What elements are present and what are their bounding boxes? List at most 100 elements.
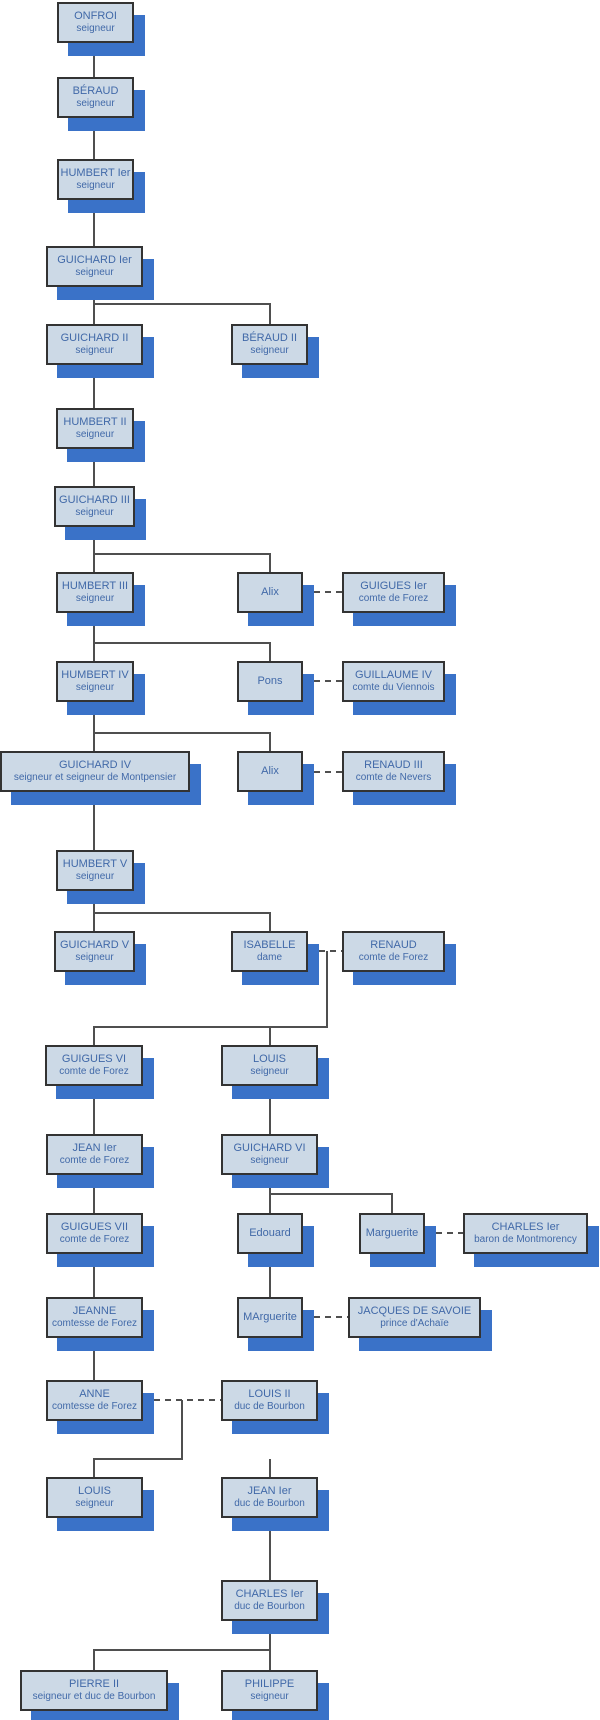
node-guichard-6[interactable]: GUICHARD VI seigneur	[221, 1134, 318, 1175]
person-name: JACQUES DE SAVOIE	[357, 1305, 472, 1317]
person-name: ANNE	[79, 1388, 110, 1400]
node-pons[interactable]: Pons	[237, 661, 303, 702]
node-humbert-1[interactable]: HUMBERT Ier seigneur	[57, 159, 134, 200]
node-louis-seigneur[interactable]: LOUIS seigneur	[46, 1477, 143, 1518]
node-alix-2[interactable]: Alix	[237, 751, 303, 792]
person-title: comtesse de Forez	[51, 1401, 138, 1412]
node-isabelle[interactable]: ISABELLE dame	[231, 931, 308, 972]
node-guigues-6[interactable]: GUIGUES VI comte de Forez	[45, 1045, 143, 1086]
node-humbert-4[interactable]: HUMBERT IV seigneur	[56, 661, 134, 702]
person-name: GUIGUES VI	[61, 1053, 127, 1065]
node-guichard-5[interactable]: GUICHARD V seigneur	[54, 931, 135, 972]
person-name: CHARLES Ier	[235, 1588, 304, 1600]
person-title: seigneur	[250, 1155, 289, 1166]
node-onfroi[interactable]: ONFROI seigneur	[57, 2, 134, 43]
node-louis-2-bourbon[interactable]: LOUIS II duc de Bourbon	[221, 1380, 318, 1421]
marriage-lines	[143, 591, 463, 1401]
person-name: ONFROI	[74, 10, 117, 22]
person-name: HUMBERT IV	[61, 669, 129, 681]
person-title: seigneur	[75, 267, 114, 278]
node-pierre-2[interactable]: PIERRE II seigneur et duc de Bourbon	[20, 1670, 168, 1711]
person-name: ISABELLE	[243, 939, 296, 951]
person-name: BÉRAUD II	[241, 332, 297, 344]
person-title: comte de Nevers	[355, 772, 432, 783]
person-title: seigneur et seigneur de Montpensier	[13, 772, 177, 783]
node-marguerite-1[interactable]: Marguerite	[359, 1213, 425, 1254]
person-title: seigneur	[75, 507, 114, 518]
person-name: HUMBERT III	[61, 580, 129, 592]
node-jacques-savoie[interactable]: JACQUES DE SAVOIE prince d'Achaïe	[348, 1297, 481, 1338]
person-title: seigneur	[75, 345, 114, 356]
person-title: seigneur	[250, 1691, 289, 1702]
person-name: GUILLAUME IV	[354, 669, 433, 681]
person-title: seigneur	[75, 682, 115, 693]
person-name: GUICHARD VI	[233, 1142, 306, 1154]
person-name: HUMBERT II	[63, 416, 127, 428]
person-title: comte du Viennois	[352, 682, 435, 693]
node-humbert-2[interactable]: HUMBERT II seigneur	[56, 408, 134, 449]
node-jean-1-forez[interactable]: JEAN Ier comte de Forez	[46, 1134, 143, 1175]
node-charles-1-bourbon[interactable]: CHARLES Ier duc de Bourbon	[221, 1580, 318, 1621]
node-renaud-3[interactable]: RENAUD III comte de Nevers	[342, 751, 445, 792]
node-humbert-3[interactable]: HUMBERT III seigneur	[56, 572, 134, 613]
person-name: GUIGUES VII	[60, 1221, 129, 1233]
node-marguerite-2[interactable]: MArguerite	[237, 1297, 303, 1338]
person-title: comte de Forez	[59, 1155, 130, 1166]
node-philippe[interactable]: PHILIPPE seigneur	[221, 1670, 318, 1711]
person-title: comte de Forez	[59, 1234, 130, 1245]
person-name: LOUIS	[77, 1485, 111, 1497]
person-name: GUICHARD III	[59, 494, 130, 506]
person-name: BÉRAUD	[72, 85, 119, 97]
node-guichard-2[interactable]: GUICHARD II seigneur	[46, 324, 143, 365]
person-name: HUMBERT V	[62, 858, 128, 870]
node-guichard-4[interactable]: GUICHARD IV seigneur et seigneur de Mont…	[0, 751, 190, 792]
node-guichard-3[interactable]: GUICHARD III seigneur	[54, 486, 135, 527]
person-title: seigneur et duc de Bourbon	[32, 1691, 156, 1702]
node-renaud[interactable]: RENAUD comte de Forez	[342, 931, 445, 972]
node-anne[interactable]: ANNE comtesse de Forez	[46, 1380, 143, 1421]
person-title: comte de Forez	[358, 952, 429, 963]
person-name: LOUIS II	[248, 1388, 291, 1400]
person-name: GUICHARD II	[60, 332, 129, 344]
person-name: LOUIS	[252, 1053, 286, 1065]
person-title: duc de Bourbon	[234, 1601, 305, 1612]
person-title: comte de Forez	[358, 593, 429, 604]
person-title: seigneur	[76, 98, 115, 109]
descent-lines	[93, 43, 393, 1670]
person-name: JEANNE	[72, 1305, 117, 1317]
person-name: HUMBERT Ier	[60, 167, 131, 179]
person-name: PIERRE II	[68, 1678, 120, 1690]
person-title: seigneur	[76, 23, 115, 34]
node-humbert-5[interactable]: HUMBERT V seigneur	[56, 850, 134, 891]
person-name: GUICHARD V	[59, 939, 130, 951]
person-title: duc de Bourbon	[234, 1498, 305, 1509]
person-name: RENAUD	[370, 939, 417, 951]
node-louis-1[interactable]: LOUIS seigneur	[221, 1045, 318, 1086]
node-beraud-2[interactable]: BÉRAUD II seigneur	[231, 324, 308, 365]
node-charles-montmorency[interactable]: CHARLES Ier baron de Montmorency	[463, 1213, 588, 1254]
person-title: seigneur	[75, 871, 115, 882]
person-title: seigneur	[76, 180, 115, 191]
person-name: GUIGUES Ier	[360, 580, 427, 592]
person-name: RENAUD III	[364, 759, 423, 771]
node-edouard[interactable]: Edouard	[237, 1213, 303, 1254]
person-title: dame	[256, 952, 282, 963]
person-name: Pons	[257, 675, 283, 687]
person-title: comte de Forez	[59, 1066, 129, 1077]
node-alix-1[interactable]: Alix	[237, 572, 303, 613]
person-title: seigneur	[250, 345, 289, 356]
person-title: seigneur	[75, 952, 114, 963]
node-guichard-1[interactable]: GUICHARD Ier seigneur	[46, 246, 143, 287]
person-title: comtesse de Forez	[51, 1318, 138, 1329]
node-guigues-7[interactable]: GUIGUES VII comte de Forez	[46, 1213, 143, 1254]
person-title: seigneur	[250, 1066, 289, 1077]
node-jean-1-bourbon[interactable]: JEAN Ier duc de Bourbon	[221, 1477, 318, 1518]
node-guillaume-4[interactable]: GUILLAUME IV comte du Viennois	[342, 661, 445, 702]
node-jeanne[interactable]: JEANNE comtesse de Forez	[46, 1297, 143, 1338]
person-title: seigneur	[75, 593, 115, 604]
person-title: seigneur	[75, 1498, 114, 1509]
person-name: Edouard	[249, 1227, 291, 1239]
person-name: GUICHARD Ier	[57, 254, 132, 266]
node-guigues-1[interactable]: GUIGUES Ier comte de Forez	[342, 572, 445, 613]
node-beraud[interactable]: BÉRAUD seigneur	[57, 77, 134, 118]
